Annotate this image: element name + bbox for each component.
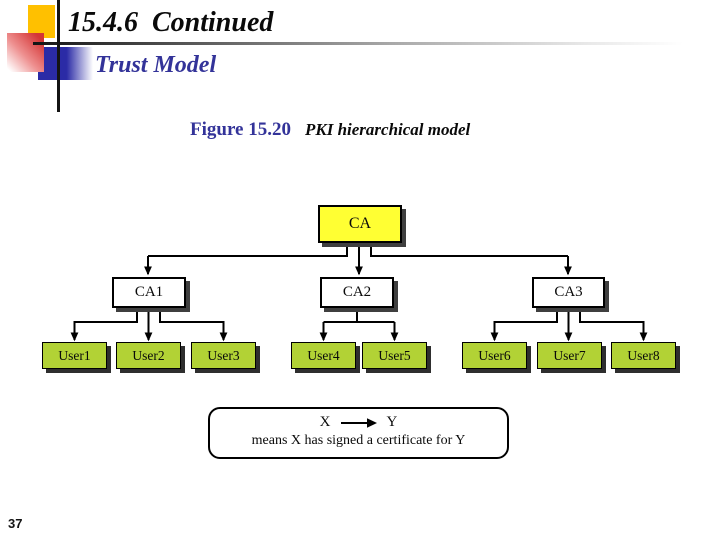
- red-square-decoration: [7, 33, 44, 72]
- node-ca2: CA2: [320, 277, 394, 308]
- connector-ca3-user8: [579, 310, 648, 342]
- connector-ca1-user1: [70, 310, 138, 342]
- slide-subtitle: Trust Model: [95, 52, 217, 78]
- connector-ca3-user6: [490, 310, 558, 342]
- gold-square-decoration: [28, 5, 55, 38]
- legend-formula: X Y: [210, 414, 507, 431]
- node-ca3: CA3: [532, 277, 605, 308]
- node-user4: User4: [291, 342, 356, 369]
- node-ca-root: CA: [318, 205, 402, 243]
- connector-ca1-user3: [159, 310, 228, 342]
- blue-rect-decoration: [38, 47, 93, 80]
- node-user2: User2: [116, 342, 181, 369]
- right-arrow-icon: [340, 417, 377, 428]
- node-user5: User5: [362, 342, 427, 369]
- legend-x: X: [319, 414, 331, 430]
- header-horizontal-rule: [33, 42, 683, 45]
- node-user3: User3: [191, 342, 256, 369]
- node-ca1: CA1: [112, 277, 186, 308]
- figure-label: Figure 15.20: [190, 119, 291, 140]
- node-user7: User7: [537, 342, 602, 369]
- page-number: 37: [8, 516, 23, 531]
- header-vertical-rule: [57, 0, 60, 112]
- figure-caption-text: PKI hierarchical model: [304, 120, 471, 139]
- node-user1: User1: [42, 342, 107, 369]
- legend-description: means X has signed a certificate for Y: [251, 433, 466, 448]
- node-user8: User8: [611, 342, 676, 369]
- legend-y: Y: [386, 414, 398, 430]
- node-user6: User6: [462, 342, 527, 369]
- figure-caption: Figure 15.20 PKI hierarchical model: [190, 119, 470, 141]
- slide-title: 15.4.6 Continued: [68, 7, 274, 38]
- legend-box: X Y means X has signed a certificate for…: [208, 407, 509, 459]
